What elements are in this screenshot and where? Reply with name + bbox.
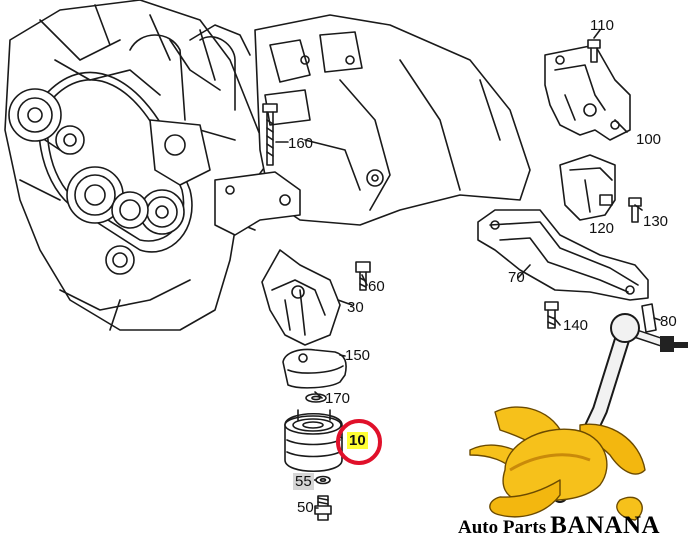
callout-30: 30 <box>347 299 364 316</box>
callout-150: 150 <box>345 347 371 364</box>
callout-160: 160 <box>288 135 314 152</box>
engine-mount-30 <box>261 249 341 346</box>
engine-bracket <box>214 171 301 236</box>
crossmember-70 <box>477 209 649 301</box>
callout-80: 80 <box>660 313 677 330</box>
nut-55 <box>315 475 331 485</box>
callout-110: 110 <box>590 17 614 34</box>
callout-140: 140 <box>563 317 589 334</box>
bolt-60 <box>355 261 371 291</box>
bracket-100 <box>544 44 631 141</box>
callout-170: 170 <box>325 390 351 407</box>
callout-130: 130 <box>643 213 669 230</box>
bolt-130 <box>628 197 642 223</box>
washer-170 <box>305 393 327 403</box>
brand-name: BANANA <box>550 512 661 539</box>
rubber-mount-10 <box>284 409 343 473</box>
callout-70: 70 <box>508 269 525 286</box>
engine-block <box>4 0 271 331</box>
brand-prefix: Auto Parts <box>458 517 547 538</box>
callout-60: 60 <box>368 278 385 295</box>
callout-55: 55 <box>293 473 314 490</box>
bolt-160 <box>262 103 278 166</box>
pad-150 <box>282 348 347 389</box>
mount-120 <box>559 154 616 221</box>
brand-wordmark: Auto Parts BANANA <box>458 512 660 540</box>
banana-logo <box>469 406 646 521</box>
callout-100: 100 <box>636 131 662 148</box>
highlight-ring <box>336 419 382 465</box>
bolt-110 <box>587 39 601 63</box>
part-80 <box>641 303 657 333</box>
bolt-50 <box>314 495 332 521</box>
callout-10: 10 <box>347 432 368 449</box>
bolt-140 <box>544 301 559 329</box>
callout-120: 120 <box>589 220 615 237</box>
callout-50: 50 <box>297 499 314 516</box>
